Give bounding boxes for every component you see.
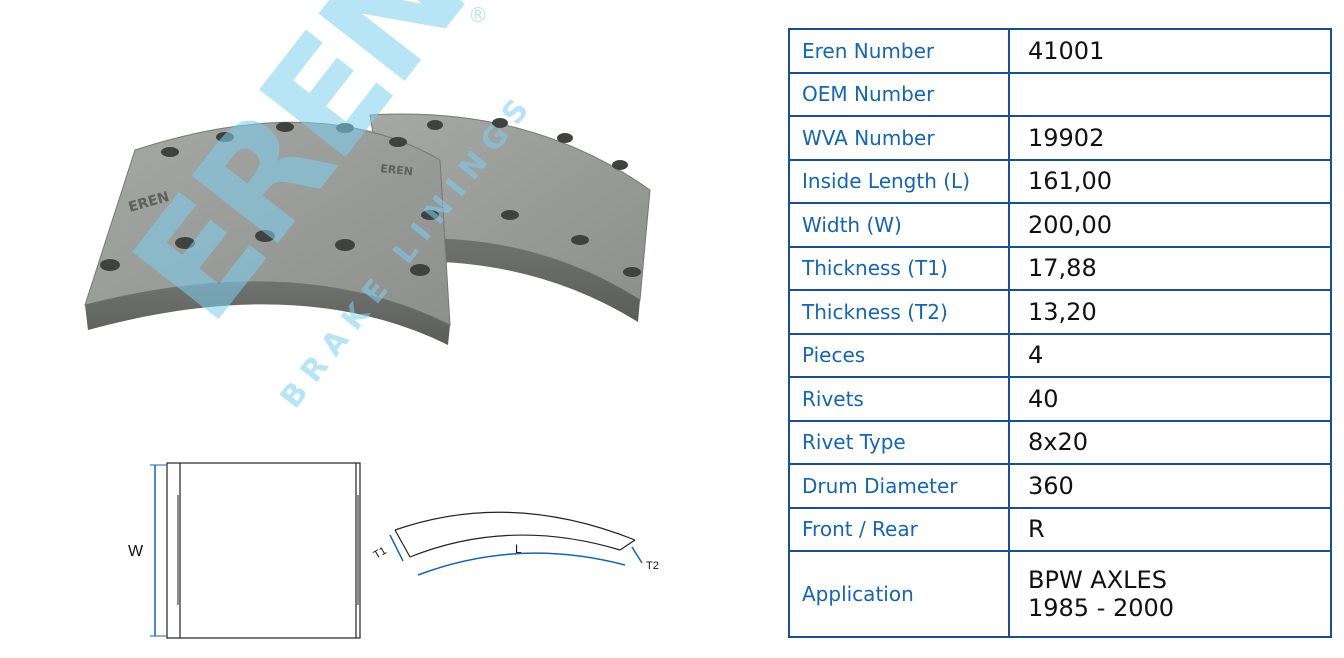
width-label: W xyxy=(128,543,144,560)
spec-row-rivets: Rivets 40 xyxy=(788,376,1332,422)
spec-row-wva-number: WVA Number 19902 xyxy=(788,115,1332,161)
spec-label: Thickness (T1) xyxy=(788,245,1010,291)
spec-label: Front / Rear xyxy=(788,506,1010,552)
spec-row-inside-length: Inside Length (L) 161,00 xyxy=(788,158,1332,204)
spec-label: Pieces xyxy=(788,332,1010,378)
spec-label: Width (W) xyxy=(788,202,1010,248)
spec-value: 4 xyxy=(1008,332,1332,378)
product-photo: EREN EREN EREN BRAKE LININGS ® xyxy=(60,0,700,430)
spec-row-pieces: Pieces 4 xyxy=(788,332,1332,378)
spec-label: Thickness (T2) xyxy=(788,289,1010,335)
spec-row-rivet-type: Rivet Type 8x20 xyxy=(788,419,1332,465)
application-line-2: 1985 - 2000 xyxy=(1028,594,1175,622)
length-label: L xyxy=(515,542,522,556)
spec-label: Rivet Type xyxy=(788,419,1010,465)
spec-value: 161,00 xyxy=(1008,158,1332,204)
spec-label: OEM Number xyxy=(788,71,1010,117)
spec-row-thickness-t2: Thickness (T2) 13,20 xyxy=(788,289,1332,335)
spec-label: Eren Number xyxy=(788,28,1010,74)
spec-value-application: BPW AXLES 1985 - 2000 xyxy=(1008,550,1332,638)
spec-row-eren-number: Eren Number 41001 xyxy=(788,28,1332,74)
svg-text:®: ® xyxy=(468,3,488,27)
spec-value xyxy=(1008,71,1332,117)
spec-value: 360 xyxy=(1008,463,1332,509)
spec-row-oem-number: OEM Number xyxy=(788,71,1332,117)
spec-label: Rivets xyxy=(788,376,1010,422)
brake-lining-photo-icon: EREN EREN EREN BRAKE LININGS ® xyxy=(84,0,651,415)
width-drawing: W xyxy=(120,455,380,645)
lining-print-back: EREN xyxy=(380,162,414,178)
spec-label: Application xyxy=(788,550,1010,638)
spec-value: R xyxy=(1008,506,1332,552)
spec-row-width: Width (W) 200,00 xyxy=(788,202,1332,248)
spec-value: 13,20 xyxy=(1008,289,1332,335)
spec-label: Inside Length (L) xyxy=(788,158,1010,204)
spec-value: 200,00 xyxy=(1008,202,1332,248)
spec-value: 8x20 xyxy=(1008,419,1332,465)
t2-label: T2 xyxy=(646,560,659,572)
spec-label: Drum Diameter xyxy=(788,463,1010,509)
profile-drawing: L T1 T2 xyxy=(370,495,670,595)
spec-row-front-rear: Front / Rear R xyxy=(788,506,1332,552)
spec-row-drum-diameter: Drum Diameter 360 xyxy=(788,463,1332,509)
spec-value: 40 xyxy=(1008,376,1332,422)
spec-table: Eren Number 41001 OEM Number WVA Number … xyxy=(788,28,1332,638)
application-line-1: BPW AXLES xyxy=(1028,566,1167,594)
spec-value: 19902 xyxy=(1008,115,1332,161)
spec-label: WVA Number xyxy=(788,115,1010,161)
t1-label: T1 xyxy=(372,545,389,562)
spec-value: 41001 xyxy=(1008,28,1332,74)
spec-value: 17,88 xyxy=(1008,245,1332,291)
spec-row-thickness-t1: Thickness (T1) 17,88 xyxy=(788,245,1332,291)
spec-row-application: Application BPW AXLES 1985 - 2000 xyxy=(788,550,1332,638)
